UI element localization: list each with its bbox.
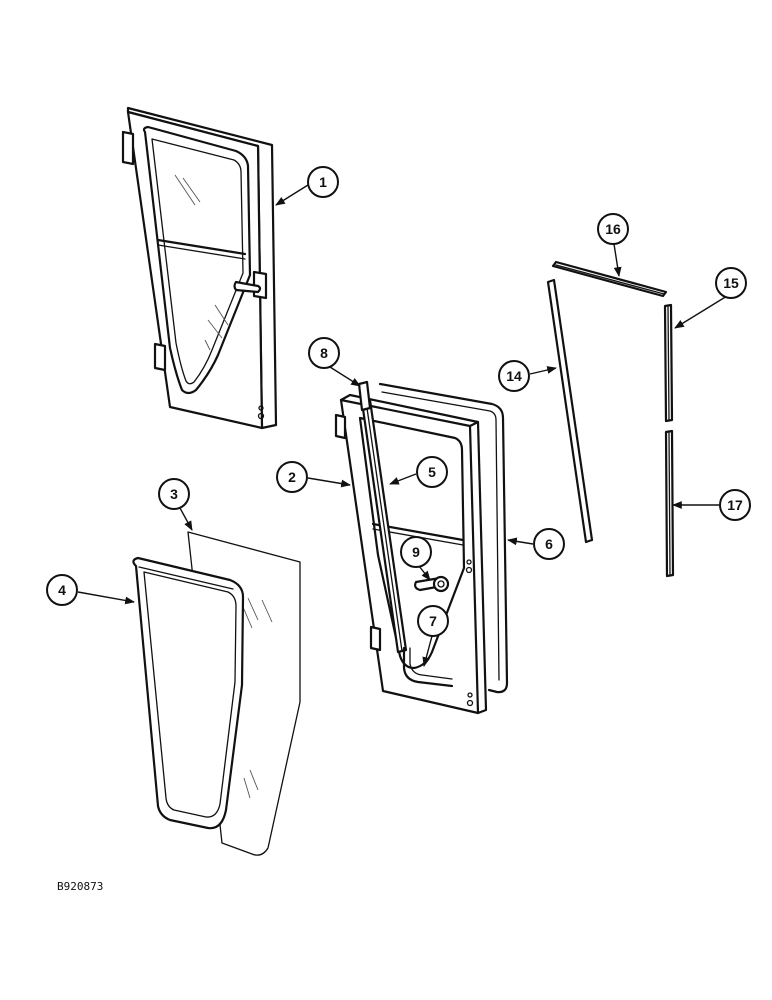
- callout-16: 16: [597, 213, 629, 245]
- part-8-channel-piece: [357, 380, 372, 412]
- callout-5: 5: [416, 456, 448, 488]
- part-15-upper-seal: [663, 303, 674, 423]
- figure-code: B920873: [57, 880, 103, 893]
- part-6-frame-seal: [378, 382, 509, 694]
- svg-text:1: 1: [319, 174, 327, 190]
- svg-text:2: 2: [288, 469, 296, 485]
- part-14-vertical-strip: [546, 278, 594, 544]
- svg-text:4: 4: [58, 582, 66, 598]
- svg-text:3: 3: [170, 486, 178, 502]
- svg-text:5: 5: [428, 464, 436, 480]
- part-4-window-seal: [132, 556, 245, 830]
- part-16-top-strip: [551, 260, 668, 298]
- callout-8: 8: [308, 337, 340, 369]
- callout-3: 3: [158, 478, 190, 510]
- callout-9: 9: [400, 536, 432, 568]
- callout-2: 2: [276, 461, 308, 493]
- svg-text:6: 6: [545, 536, 553, 552]
- svg-text:8: 8: [320, 345, 328, 361]
- callout-14: 14: [498, 360, 530, 392]
- callout-4: 4: [46, 574, 78, 606]
- svg-text:17: 17: [727, 497, 743, 513]
- part-7-lower-channel: [402, 646, 454, 688]
- part-1-door-assembly: [121, 106, 278, 430]
- svg-text:16: 16: [605, 221, 621, 237]
- svg-text:9: 9: [412, 544, 420, 560]
- callout-6: 6: [533, 528, 565, 560]
- callout-1: 1: [307, 166, 339, 198]
- leader-lines: [77, 184, 728, 667]
- part-17-lower-seal: [664, 429, 675, 578]
- svg-text:14: 14: [506, 368, 522, 384]
- svg-text:7: 7: [429, 613, 437, 629]
- callout-7: 7: [417, 605, 449, 637]
- callout-17: 17: [719, 489, 751, 521]
- part-9-latch-handle: [414, 575, 450, 593]
- svg-text:15: 15: [723, 275, 739, 291]
- callout-15: 15: [715, 267, 747, 299]
